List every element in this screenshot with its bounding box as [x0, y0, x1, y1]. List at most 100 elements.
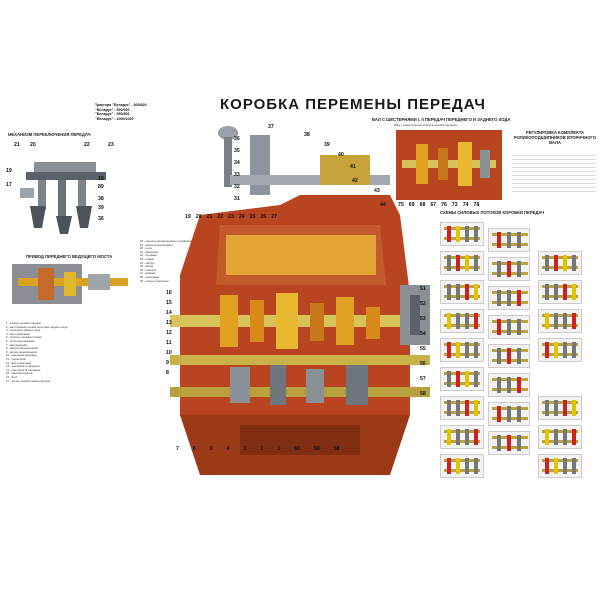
callout-40: 40: [338, 152, 344, 158]
callout-68: 68: [419, 202, 426, 208]
power-flow-scheme: [538, 251, 582, 275]
callout-12: 12: [166, 330, 172, 336]
reverse-shaft-illustration: [396, 130, 502, 200]
power-flow-scheme: [488, 344, 530, 368]
power-flow-grid: [440, 222, 598, 482]
power-flow-scheme: [440, 454, 484, 478]
callout-36: 36: [98, 216, 104, 222]
front-drive-heading: ПРИВОД ПЕРЕДНЕГО ВЕДУЩЕГО МОСТА: [26, 254, 113, 259]
callout-55: 55: [420, 346, 426, 352]
legend-left: 1 - корпус коробки передач 2 - вал проме…: [6, 321, 68, 383]
callout-row-26: 26: [260, 214, 267, 220]
shift-mechanism-drawing: [20, 162, 106, 234]
callout-3: 3: [243, 446, 247, 452]
power-flow-scheme: [440, 309, 484, 333]
callout-6: 6: [192, 446, 196, 452]
callout-13: 13: [166, 320, 172, 326]
callout-18: 18: [98, 176, 104, 182]
callout-row-22: 22: [217, 214, 224, 220]
power-flow-scheme: [488, 431, 530, 455]
callout-21: 21: [14, 142, 20, 148]
callout-7: 7: [176, 446, 179, 452]
gearbox-drawing: [170, 126, 430, 475]
callout-row-23: 23: [228, 214, 234, 220]
power-flow-scheme: [440, 280, 484, 304]
callout-59: 59: [314, 446, 320, 452]
power-flow-scheme: [538, 309, 582, 333]
reverse-shaft-numbers: 75 69 68 67 76 73 74 78: [398, 202, 479, 208]
callout-row-bottom: 7 6 5 4 3 2 1 60 59 58: [176, 446, 340, 452]
callout-19: 19: [6, 168, 12, 174]
callout-row-19: 19: [185, 214, 191, 220]
callout-34: 34: [234, 160, 240, 166]
power-flow-scheme: [538, 338, 582, 362]
callout-58-bottom: 58: [333, 446, 340, 452]
gearbox-cutaway: [160, 115, 440, 485]
callout-row-27: 27: [271, 214, 278, 220]
legend-middle: 18 - крышка дистанционного управления 19…: [140, 239, 194, 283]
callout-53: 53: [420, 316, 426, 322]
callout-35: 35: [234, 148, 240, 154]
callout-column-right: 51 52 53 54 55 56 57 58: [420, 286, 426, 397]
power-flow-scheme: [488, 286, 530, 310]
tractor-models: Трактора "Беларус" - 800/820 "Беларус" -…: [95, 103, 147, 121]
callout-column-left: 16 15 14 13 12 11 10 9 8: [166, 290, 172, 376]
power-flow-scheme: [488, 257, 530, 281]
callout-39: 39: [98, 205, 104, 211]
reverse-shaft-drawing: [396, 130, 502, 200]
power-flow-scheme: [538, 425, 582, 449]
bearing-adjust-heading: РЕГУЛИРОВКА КОМПЛЕКТА РОЛИКОПОДШИПНИКОВ …: [513, 130, 597, 145]
power-flow-scheme: [440, 251, 484, 275]
callout-row-25: 25: [249, 214, 256, 220]
callout-row: 19 20 21 22 23 24 25 26 27: [185, 214, 277, 220]
shift-mechanism-heading: МЕХАНИЗМ ПЕРЕКЛЮЧЕНИЯ ПЕРЕДАЧ: [8, 132, 91, 137]
callout-33: 33: [234, 172, 240, 178]
power-flow-scheme: [440, 396, 484, 420]
power-flow-scheme: [488, 315, 530, 339]
front-drive-illustration: [8, 260, 138, 310]
callout-44: 44: [380, 202, 386, 208]
callout-10: 10: [166, 350, 172, 356]
bearing-adjust-text: [512, 152, 596, 194]
callout-23: 23: [108, 142, 114, 148]
callout-58-right: 58: [420, 391, 426, 397]
callout-56: 56: [420, 361, 426, 367]
callout-row-21: 21: [206, 214, 213, 220]
callout-20: 20: [30, 142, 36, 148]
callout-36-main: 36: [234, 136, 240, 142]
power-flow-scheme: [538, 454, 582, 478]
callout-57: 57: [420, 376, 426, 382]
reverse-shaft-heading: ВАЛ С ШЕСТЕРНЯМИ I, II ПЕРЕДАЧ ПЕРЕДНЕГО…: [372, 117, 511, 122]
callout-22: 22: [84, 142, 90, 148]
power-flow-scheme: [440, 222, 484, 246]
power-flow-heading: СХЕМЫ СИЛОВЫХ ПОТОКОВ КОРОБКИ ПЕРЕДАЧ: [440, 210, 545, 215]
callout-38-main: 38: [304, 132, 310, 138]
callout-17: 17: [6, 182, 12, 188]
callout-60: 60: [294, 446, 301, 452]
power-flow-scheme: [488, 228, 530, 252]
callout-42: 42: [352, 178, 358, 184]
callout-74: 74: [462, 202, 469, 208]
power-flow-scheme: [538, 396, 582, 420]
callout-67: 67: [430, 202, 437, 208]
callout-14: 14: [166, 310, 172, 316]
callout-5: 5: [209, 446, 213, 452]
page-title: КОРОБКА ПЕРЕМЕНЫ ПЕРЕДАЧ: [220, 96, 486, 113]
callout-8: 8: [166, 370, 169, 376]
callout-31: 31: [234, 196, 240, 202]
callout-16: 16: [166, 290, 172, 296]
callout-11: 11: [166, 340, 172, 346]
callout-52: 52: [420, 301, 426, 307]
callout-row-24: 24: [238, 214, 245, 220]
shift-mechanism-illustration: [16, 148, 126, 238]
callout-37: 37: [268, 124, 274, 130]
front-drive-drawing: [12, 264, 128, 304]
callout-43: 43: [374, 188, 380, 194]
power-flow-scheme: [440, 367, 484, 391]
callout-41: 41: [350, 164, 356, 170]
callout-4: 4: [226, 446, 230, 452]
power-flow-scheme: [488, 373, 530, 397]
callout-75: 75: [398, 202, 404, 208]
callout-54: 54: [420, 331, 426, 337]
callout-1: 1: [277, 446, 281, 452]
